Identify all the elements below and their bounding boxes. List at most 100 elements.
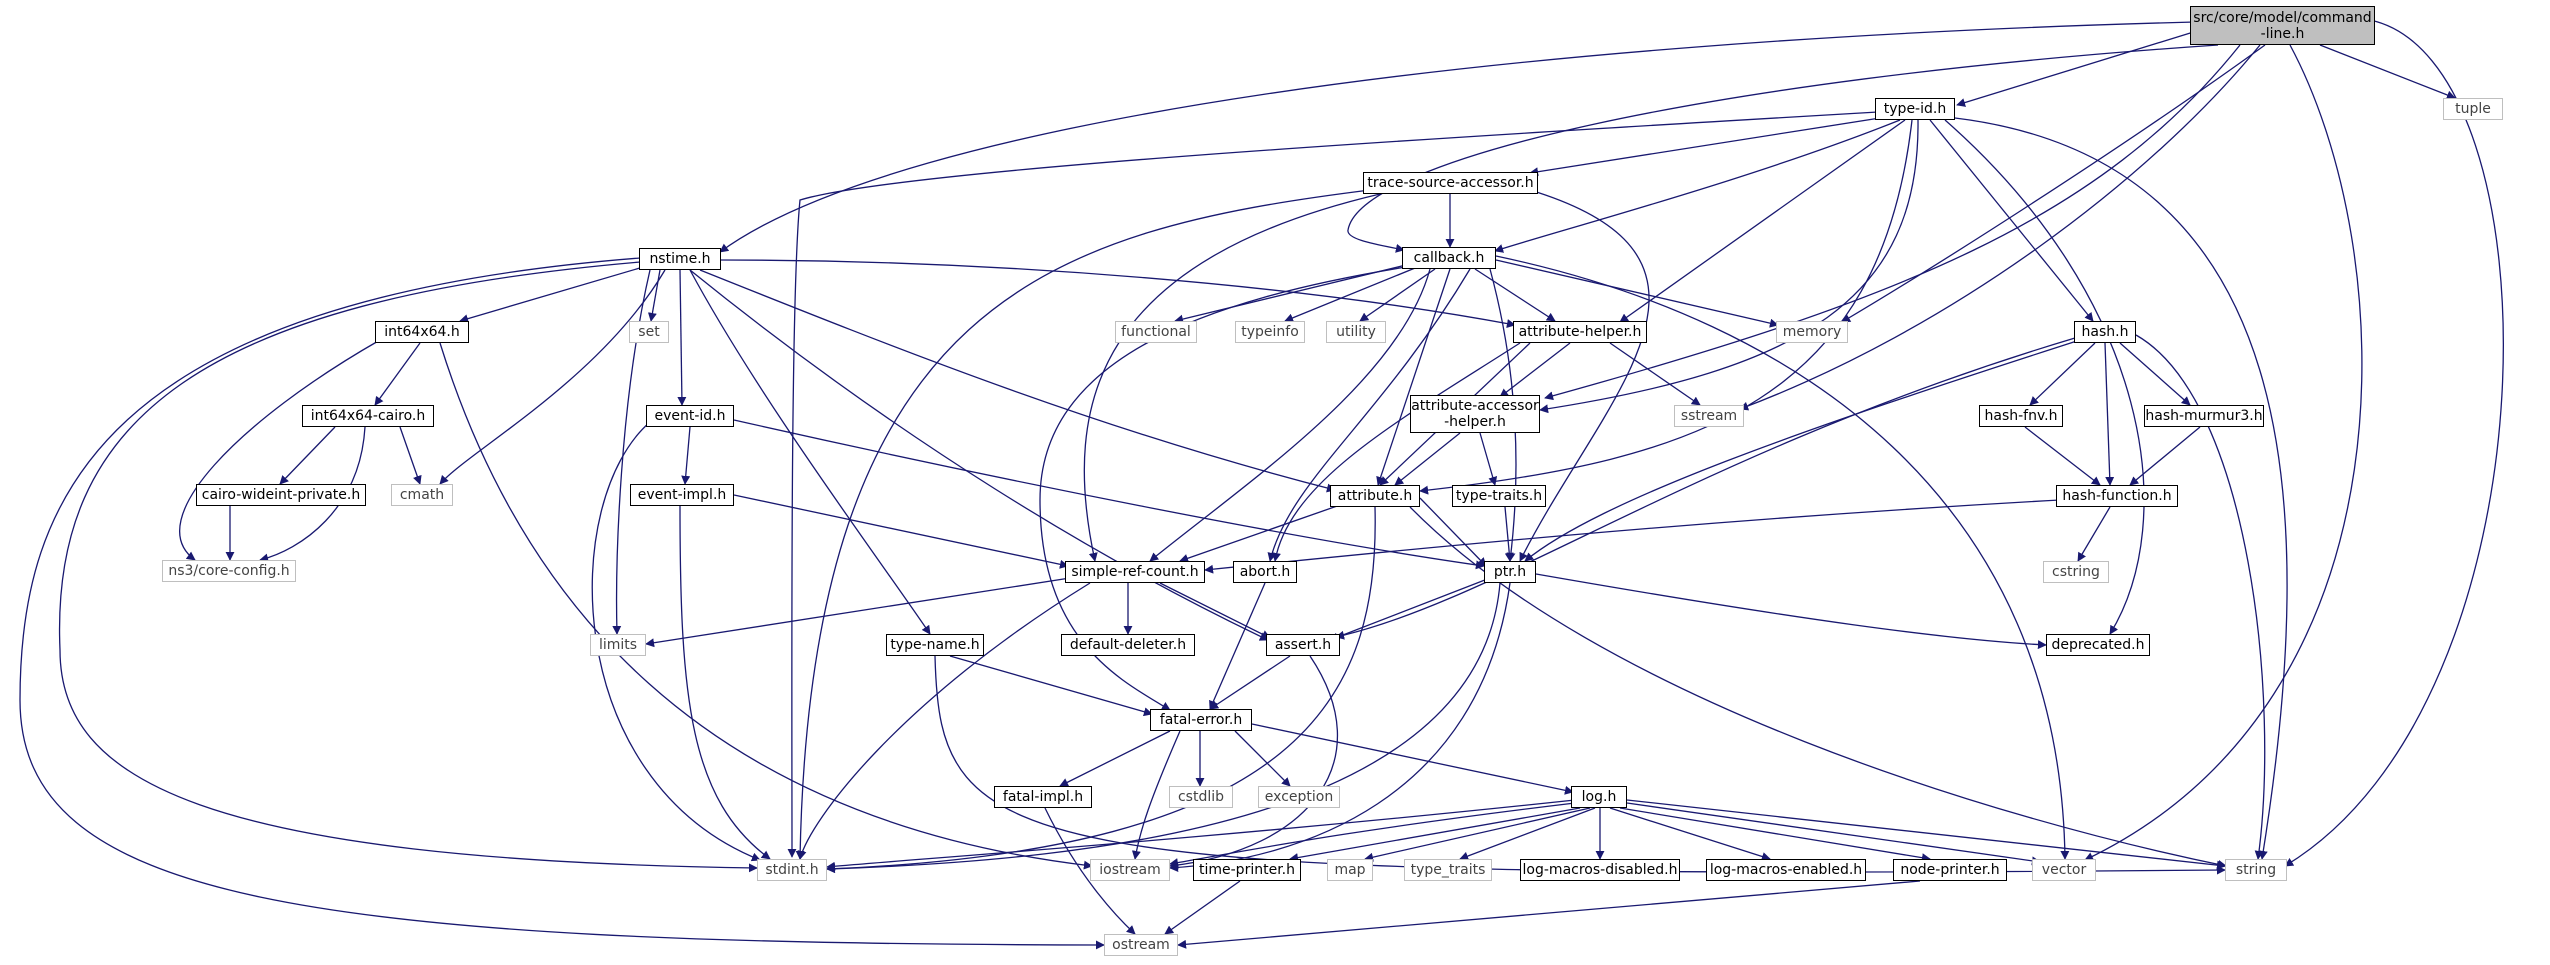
- edge-fi-ostream: [1044, 807, 1136, 935]
- edge-root-typeid: [1956, 29, 2201, 107]
- edge-log-lme: [1609, 807, 1771, 861]
- edge-fnv-function: [2024, 426, 2101, 486]
- node-type-traits-h[interactable]: type-traits.h: [1452, 485, 1546, 507]
- node-event-impl-h[interactable]: event-impl.h: [630, 484, 734, 506]
- edge-cb-utility: [1359, 268, 1436, 322]
- node-callback-h[interactable]: callback.h: [1402, 247, 1496, 269]
- edge-cb-typeinfo: [1284, 265, 1421, 323]
- edge-np-ostream: [1177, 880, 1921, 949]
- edge-hash-murmur: [2119, 342, 2191, 406]
- edge-ns-ostream: [19, 257, 1105, 950]
- edge-hash-fnv: [2029, 342, 2096, 406]
- edge-eimpl-stdint: [679, 505, 771, 860]
- edge-hash-assert: [1335, 337, 2076, 640]
- node-event-id-h[interactable]: event-id.h: [646, 405, 734, 427]
- node-memory: memory: [1776, 321, 1848, 343]
- node-hash-fnv-h[interactable]: hash-fnv.h: [1979, 405, 2063, 427]
- node-set: set: [629, 321, 669, 343]
- edge-tid-stdint: [787, 111, 1879, 858]
- edge-tid-callback: [1494, 119, 1901, 253]
- edge-cb-abort: [1267, 268, 1471, 562]
- node-vector: vector: [2032, 859, 2096, 881]
- node-fatal-impl-h[interactable]: fatal-impl.h: [994, 786, 1092, 808]
- node-ptr-h[interactable]: ptr.h: [1484, 561, 1536, 583]
- edge-tid-attraccessor: [1539, 119, 1919, 414]
- edge-log-vector: [1626, 802, 2041, 866]
- edge-log-timeprinter: [1289, 807, 1581, 863]
- edge-log-nodeprinter: [1619, 807, 1931, 863]
- edge-tid-attrhelper: [1619, 119, 1906, 323]
- edge-i64-cairo: [374, 342, 421, 406]
- node-hash-h[interactable]: hash.h: [2074, 321, 2136, 343]
- edge-assert-fatal: [1209, 655, 1291, 710]
- edge-eid-ptr: [733, 419, 1485, 570]
- edge-ns-attrhelper: [720, 259, 1516, 328]
- node-log-macros-disabled-h[interactable]: log-macros-disabled.h: [1520, 859, 1680, 881]
- node-attribute-helper-h[interactable]: attribute-helper.h: [1513, 321, 1647, 343]
- node-attribute-accessor-helper-h[interactable]: attribute-accessor -helper.h: [1410, 395, 1540, 433]
- edge-assert-iostream: [1169, 655, 1338, 870]
- edge-fe-fatalimpl: [1059, 730, 1171, 787]
- node-command-line-h: src/core/model/command -line.h: [2190, 6, 2375, 45]
- node-cairo-wideint-private-h[interactable]: cairo-wideint-private.h: [196, 484, 366, 506]
- node-fatal-error-h[interactable]: fatal-error.h: [1150, 709, 1252, 731]
- node-log-macros-enabled-h[interactable]: log-macros-enabled.h: [1706, 859, 1866, 881]
- edge-tsa-stdint: [795, 189, 1371, 860]
- node-type-name-h[interactable]: type-name.h: [886, 634, 984, 656]
- edge-hash-ptr: [1524, 339, 2081, 562]
- node-attribute-h[interactable]: attribute.h: [1330, 485, 1420, 507]
- node-node-printer-h[interactable]: node-printer.h: [1893, 859, 2007, 881]
- edge-root-nstime: [719, 21, 2196, 253]
- edge-root-sstream: [1739, 44, 2261, 411]
- node-exception: exception: [1258, 786, 1340, 808]
- node-ostream: ostream: [1104, 934, 1178, 956]
- edge-log-typetraits: [1459, 807, 1596, 861]
- node-stdint-h: stdint.h: [757, 859, 827, 881]
- edge-tn-fatal: [949, 655, 1153, 717]
- node-simple-ref-count-h[interactable]: simple-ref-count.h: [1065, 561, 1205, 583]
- edge-root-string: [2284, 19, 2504, 867]
- edge-ah-sstream: [1609, 342, 1701, 406]
- edge-tid-tsa: [1529, 117, 1881, 177]
- edge-tp-ostream: [1164, 880, 1241, 935]
- node-hash-function-h[interactable]: hash-function.h: [2056, 485, 2178, 507]
- edge-ptr-assert: [1329, 577, 1491, 642]
- edge-root-attrhelper-far: [1544, 44, 2241, 401]
- edge-attr-string: [1409, 506, 2227, 869]
- edge-cb-attrhelper: [1474, 268, 1556, 322]
- node-cmath: cmath: [391, 484, 453, 506]
- node-deprecated-h[interactable]: deprecated.h: [2046, 634, 2150, 656]
- edge-i64-coreconfig: [179, 339, 381, 561]
- edge-fe-iostream: [1131, 730, 1181, 860]
- node-utility: utility: [1326, 321, 1386, 343]
- node-trace-source-accessor-h[interactable]: trace-source-accessor.h: [1363, 172, 1538, 194]
- node-nstime-h[interactable]: nstime.h: [639, 248, 721, 270]
- edge-hash-function: [2104, 342, 2115, 486]
- node-time-printer-h[interactable]: time-printer.h: [1193, 859, 1301, 881]
- edge-log-string: [1626, 799, 2226, 870]
- node-map: map: [1327, 859, 1373, 881]
- node-sstream: sstream: [1674, 405, 1744, 427]
- edge-mm-function: [2129, 426, 2201, 486]
- edge-attr-ptr: [1419, 497, 1487, 567]
- node-cstdlib: cstdlib: [1169, 786, 1233, 808]
- node-typeinfo: typeinfo: [1235, 321, 1305, 343]
- edge-ns-int64: [459, 264, 651, 324]
- edge-ah-attraccessor: [1499, 342, 1571, 398]
- node-default-deleter-h[interactable]: default-deleter.h: [1061, 634, 1195, 656]
- node-abort-h[interactable]: abort.h: [1233, 561, 1297, 583]
- node-iostream: iostream: [1090, 859, 1170, 881]
- edge-tn-string: [934, 655, 2226, 875]
- node-limits: limits: [590, 634, 646, 656]
- edge-log-map: [1364, 807, 1591, 862]
- edge-aah-attribute: [1394, 432, 1461, 486]
- node-int64x64-h[interactable]: int64x64.h: [375, 321, 469, 343]
- node-hash-murmur3-h[interactable]: hash-murmur3.h: [2144, 405, 2264, 427]
- edge-hf-srefcount: [1204, 499, 2061, 574]
- node-int64x64-cairo-h[interactable]: int64x64-cairo.h: [302, 405, 434, 427]
- node-log-h[interactable]: log.h: [1571, 786, 1627, 808]
- edge-tid-hash: [1929, 119, 2094, 322]
- node-assert-h[interactable]: assert.h: [1266, 634, 1340, 656]
- node-type-id-h[interactable]: type-id.h: [1875, 98, 1955, 120]
